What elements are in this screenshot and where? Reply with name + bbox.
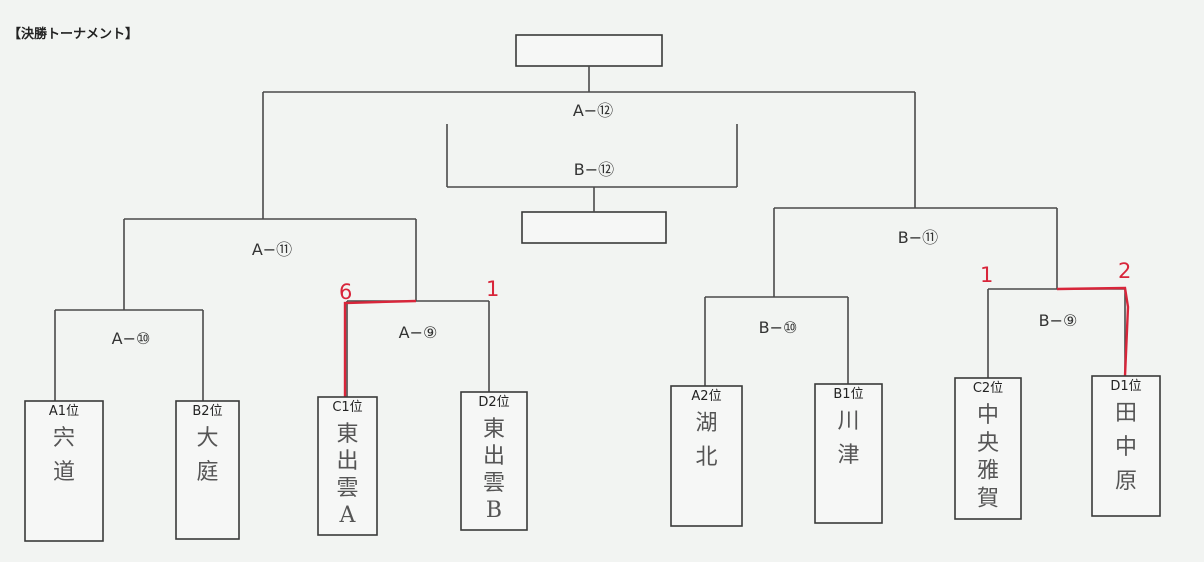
team-name-char: 東 <box>483 417 505 442</box>
team-name-char: 中 <box>977 403 999 428</box>
team-name-char: B <box>486 498 502 523</box>
team-rank: B2位 <box>192 404 222 419</box>
team-name-char: 出 <box>336 449 358 474</box>
third-place-bracket <box>446 124 738 212</box>
team-name-char: 大 <box>196 426 218 451</box>
match-label-a11: A−⑪ <box>252 240 292 259</box>
team-name-char: 原 <box>1115 469 1137 494</box>
third-place-box <box>521 211 667 244</box>
team-box-frame <box>460 391 528 531</box>
score-b9-left: 1 <box>980 263 993 287</box>
match-label-b11: B−⑪ <box>898 228 938 247</box>
champion-box <box>515 34 663 67</box>
match-label-b12: B−⑫ <box>574 160 614 179</box>
b9-winner-highlight <box>1056 286 1130 377</box>
team-name-char: 央 <box>977 431 999 456</box>
page-title: 【決勝トーナメント】 <box>8 26 138 42</box>
team-name-char: 雲 <box>483 471 505 496</box>
semifinal-b-bracket <box>773 207 1058 297</box>
team-box-frame <box>814 383 883 524</box>
team-name-char: 庭 <box>196 460 218 485</box>
team-name-char: A <box>339 503 357 528</box>
team-name-char: 道 <box>53 460 75 485</box>
quarterfinal-b10-bracket <box>704 296 849 386</box>
score-a9-right: 1 <box>486 277 499 301</box>
team-rank: A1位 <box>49 404 79 419</box>
team-rank: D1位 <box>1110 379 1141 394</box>
a9-winner-highlight <box>343 299 417 397</box>
quarterfinal-a9-bracket <box>346 300 490 397</box>
team-box-frame <box>317 396 378 536</box>
team-name-char: 宍 <box>53 426 75 451</box>
team-rank: B1位 <box>833 387 863 402</box>
team-name-char: 雲 <box>336 476 358 501</box>
semifinal-a-bracket <box>123 218 417 310</box>
team-rank: C1位 <box>332 400 362 415</box>
score-b9-right: 2 <box>1118 259 1131 283</box>
match-label-b10: B−⑩ <box>759 318 798 337</box>
match-label-a12: A−⑫ <box>573 101 613 120</box>
match-label-a9: A−⑨ <box>399 323 438 342</box>
team-name-char: 北 <box>695 445 717 470</box>
match-label-a10: A−⑩ <box>112 329 151 348</box>
team-name-char: 湖 <box>695 411 717 436</box>
team-box-frame <box>175 400 240 540</box>
team-box-frame <box>954 377 1022 520</box>
team-rank: A2位 <box>691 389 721 404</box>
team-name-char: 川 <box>837 409 859 434</box>
team-boxes: A1位宍道B2位大庭C1位東出雲AD2位東出雲BA2位湖北B1位川津C2位中央雅… <box>24 375 1161 542</box>
team-box-frame <box>1091 375 1161 517</box>
team-name-char: 賀 <box>977 486 999 511</box>
match-label-b9: B−⑨ <box>1039 311 1078 330</box>
team-box-frame <box>24 400 104 542</box>
team-rank: D2位 <box>478 395 509 410</box>
final-bracket <box>262 66 916 219</box>
team-rank: C2位 <box>973 381 1003 396</box>
team-name-char: 田 <box>1115 401 1137 426</box>
team-name-char: 東 <box>336 422 358 447</box>
team-name-char: 出 <box>483 444 505 469</box>
quarterfinal-a10-bracket <box>54 309 204 401</box>
team-name-char: 津 <box>837 443 859 468</box>
team-name-char: 中 <box>1115 435 1137 460</box>
team-name-char: 雅 <box>977 459 999 484</box>
team-box-frame <box>670 385 743 527</box>
score-a9-left: 6 <box>339 280 352 304</box>
